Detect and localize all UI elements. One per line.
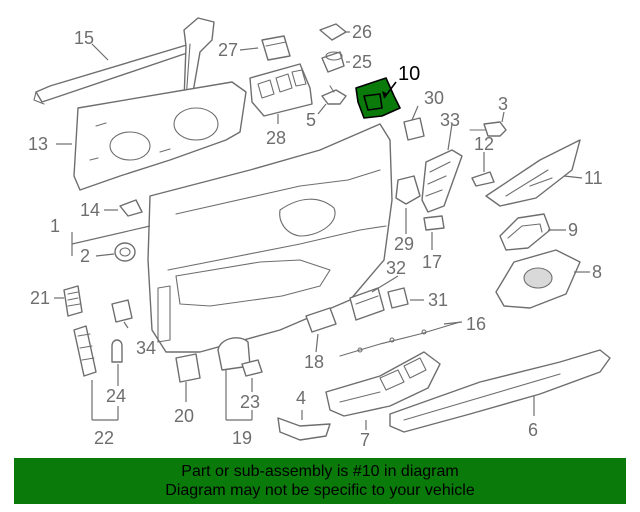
callout-24: 24: [106, 386, 126, 406]
callout-21: 21: [30, 288, 50, 308]
callout-6: 6: [528, 420, 538, 440]
part-23-bulb: [241, 359, 263, 377]
callout-10: 10: [398, 63, 420, 85]
part-31-switch: [387, 287, 409, 309]
part-8-speaker-grille: [495, 249, 581, 309]
callout-12: 12: [474, 134, 494, 154]
part-13-liner: [73, 81, 247, 191]
part-32-switch: [349, 287, 385, 321]
callout-4: 4: [296, 388, 306, 408]
part-3-bolt: [469, 121, 507, 137]
callout-11: 11: [584, 168, 603, 188]
part-2-grommet: [114, 242, 136, 262]
part-20-connector: [175, 353, 201, 383]
part-22-vent: [73, 325, 97, 377]
part-17-clip: [423, 215, 445, 231]
notice-banner: Part or sub-assembly is #10 in diagram D…: [14, 458, 626, 504]
part-1-door-trim-panel: [147, 123, 393, 353]
part-14-clip: [119, 199, 143, 217]
callout-2: 2: [80, 246, 90, 266]
callout-27: 27: [218, 40, 238, 60]
callout-32: 32: [386, 258, 406, 278]
callout-23: 23: [240, 392, 260, 412]
callout-labels: 1 2 3 4 5 6 7 8 9 11 12 13 14 15 16 17 1…: [28, 22, 603, 450]
banner-line-2: Diagram may not be specific to your vehi…: [165, 482, 475, 499]
callout-28: 28: [266, 128, 286, 148]
callout-34: 34: [136, 338, 156, 358]
callout-15: 15: [74, 28, 94, 48]
part-6-armrest: [389, 349, 611, 433]
callout-17: 17: [422, 252, 442, 272]
callout-25: 25: [352, 52, 372, 72]
callout-1: 1: [50, 216, 60, 236]
part-16-wire: [339, 321, 461, 357]
callout-7: 7: [360, 430, 370, 450]
callout-13: 13: [28, 134, 48, 154]
part-12-clip: [471, 171, 495, 187]
part-10-highlighted: 10: [355, 63, 420, 119]
callout-3: 3: [498, 94, 508, 114]
door-parts-diagram: 10: [28, 17, 611, 450]
part-7-armrest-switch-panel: [325, 351, 441, 417]
part-27-switch: [261, 35, 291, 61]
part-21-vent: [63, 285, 83, 317]
part-34-switch: [111, 299, 133, 323]
callout-19: 19: [232, 428, 252, 448]
part-29-bracket: [395, 175, 421, 205]
part-9-bezel: [499, 213, 551, 251]
part-18-clip: [305, 307, 337, 333]
part-28-master-switch: [249, 63, 313, 117]
callout-5: 5: [306, 110, 316, 130]
callout-33: 33: [440, 110, 460, 130]
part-30-switch: [403, 117, 425, 141]
part-15-window-guide: [33, 17, 215, 105]
callout-26: 26: [352, 22, 372, 42]
callout-8: 8: [592, 262, 602, 282]
callout-31: 31: [428, 290, 448, 310]
callout-9: 9: [568, 220, 578, 240]
callout-18: 18: [304, 352, 324, 372]
callout-30: 30: [424, 88, 444, 108]
callout-22: 22: [94, 428, 114, 448]
part-25-knob: [321, 51, 345, 73]
callout-20: 20: [174, 406, 194, 426]
part-11-trim: [485, 139, 581, 207]
part-24-bulb: [111, 339, 123, 363]
part-4-trim: [277, 417, 331, 441]
leader-lines: [54, 31, 590, 430]
callout-14: 14: [80, 200, 100, 220]
banner-line-1: Part or sub-assembly is #10 in diagram: [181, 463, 459, 480]
part-5-screw: [321, 85, 347, 105]
part-26-cap: [319, 23, 347, 41]
callout-16: 16: [466, 314, 486, 334]
part-33-bezel: [421, 149, 463, 213]
callout-29: 29: [394, 234, 414, 254]
